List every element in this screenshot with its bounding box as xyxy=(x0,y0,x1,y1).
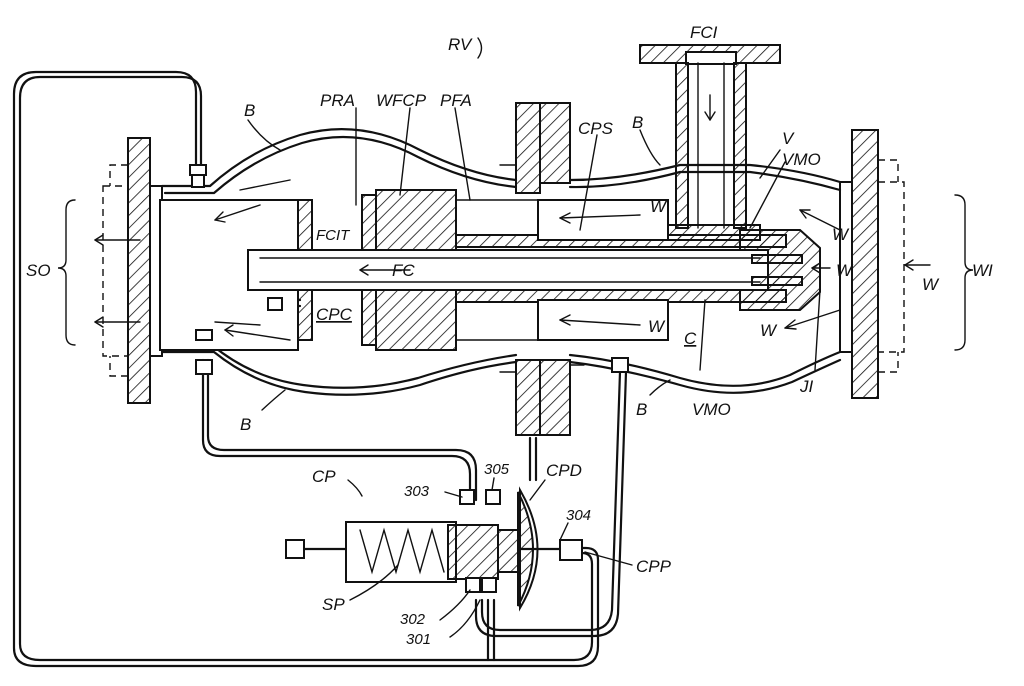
port-brackets xyxy=(57,194,974,351)
label-b-bottom-right: B xyxy=(636,400,647,419)
label-303: 303 xyxy=(404,483,430,500)
label-cp: CP xyxy=(312,467,336,486)
label-cpd: CPD xyxy=(546,461,582,480)
label-b-top-left: B xyxy=(244,101,255,120)
label-b-bottom-left: B xyxy=(240,415,251,434)
right-flange xyxy=(839,129,905,399)
label-w-1: W xyxy=(650,197,668,216)
inner-components xyxy=(159,189,821,351)
label-fc: FC xyxy=(392,261,415,280)
label-w-4: W xyxy=(922,275,940,294)
label-w-6: W xyxy=(760,321,778,340)
label-w-3: W xyxy=(836,261,854,280)
label-vmo-top: VMO xyxy=(782,150,821,169)
label-cpc: CPC xyxy=(316,305,353,324)
label-c: C xyxy=(684,329,697,348)
labels: RV FCI PRA WFCP PFA CPS V VMO VMO B B B … xyxy=(26,23,993,648)
center-flange xyxy=(499,102,585,436)
label-302: 302 xyxy=(400,611,426,628)
label-sp: SP xyxy=(322,595,345,614)
label-so: SO xyxy=(26,261,51,280)
label-vmo-bottom: VMO xyxy=(692,400,731,419)
label-w-5: W xyxy=(648,317,666,336)
label-305: 305 xyxy=(484,461,510,478)
left-flange xyxy=(102,137,163,404)
label-cpp: CPP xyxy=(636,557,672,576)
flow-arrows xyxy=(94,94,931,341)
label-301: 301 xyxy=(406,631,431,648)
label-v: V xyxy=(782,129,795,148)
valve-body-shell xyxy=(160,128,842,396)
tube-fittings xyxy=(189,164,629,375)
label-fcit: FCIT xyxy=(316,227,351,244)
label-w-2: W xyxy=(832,225,850,244)
label-pfa: PFA xyxy=(440,91,472,110)
leader-lines xyxy=(247,37,821,638)
label-fci: FCI xyxy=(690,23,718,42)
label-pra: PRA xyxy=(320,91,355,110)
label-rv: RV xyxy=(448,35,473,54)
label-ji: JI xyxy=(799,377,814,396)
label-b-top-right: B xyxy=(632,113,643,132)
label-wi: WI xyxy=(972,261,993,280)
control-pilot xyxy=(285,486,583,612)
label-cps: CPS xyxy=(578,119,614,138)
label-304: 304 xyxy=(566,507,591,524)
label-wfcp: WFCP xyxy=(376,91,427,110)
